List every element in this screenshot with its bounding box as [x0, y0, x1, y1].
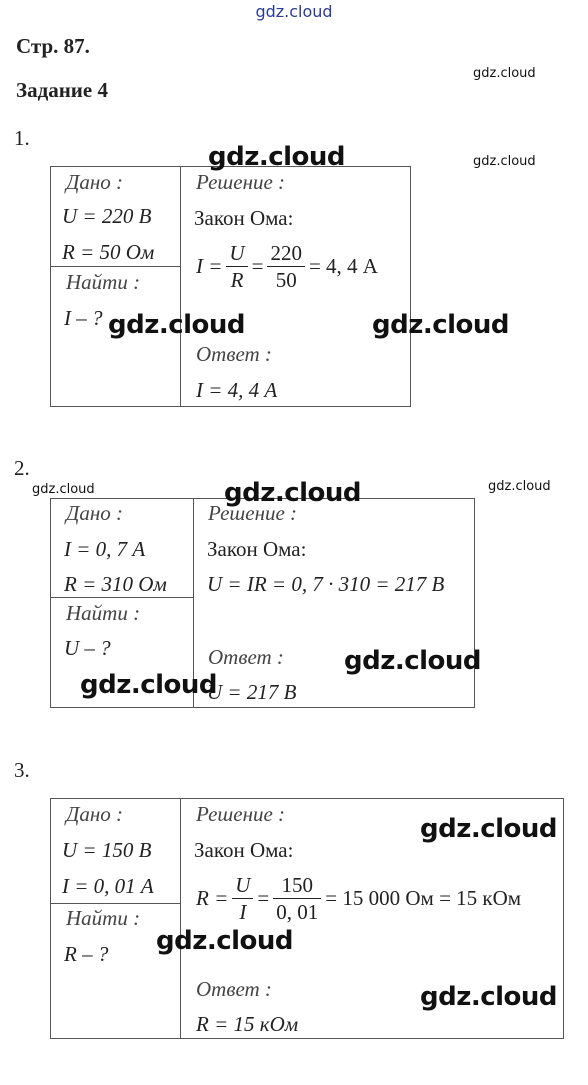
task-title: Задание 4: [16, 78, 108, 102]
problem-1-frac1-den: R: [230, 268, 244, 293]
watermark: gdz.cloud: [108, 310, 246, 340]
top-watermark[interactable]: gdz.cloud: [255, 2, 333, 21]
problem-3-frac1-den: I: [239, 900, 247, 925]
watermark: gdz.cloud: [224, 478, 362, 508]
watermark: gdz.cloud: [473, 154, 536, 169]
problem-1-formula: I = U R = 220 50 = 4, 4 А: [196, 242, 378, 291]
problem-3-find: R – ?: [64, 942, 109, 966]
problem-1-equals: =: [251, 254, 264, 279]
problem-3-table: [50, 798, 564, 1039]
watermark: gdz.cloud: [80, 670, 218, 700]
problem-3-given-current: I = 0, 01 А: [62, 874, 154, 898]
problem-1-law: Закон Ома:: [194, 206, 294, 230]
problem-2-answer: U = 217 В: [207, 680, 297, 704]
problem-1-answer-label: Ответ :: [196, 342, 272, 366]
problem-3-frac1-num: U: [232, 874, 254, 900]
problem-1-find: I – ?: [64, 306, 103, 330]
problem-3-fraction-symbolic: U I: [232, 874, 254, 925]
problem-1-table: [50, 166, 411, 407]
problem-1-divider: [180, 166, 181, 407]
problem-3-find-label: Найти :: [66, 906, 141, 930]
problem-1-formula-lhs: I =: [196, 254, 223, 279]
problem-3-number: 3.: [14, 758, 30, 782]
problem-3-answer: R = 15 кОм: [196, 1012, 299, 1036]
problem-3-given-label: Дано :: [66, 802, 124, 826]
problem-2-given-label: Дано :: [66, 501, 124, 525]
problem-3-equals: =: [257, 886, 270, 911]
problem-3-given-voltage: U = 150 В: [62, 838, 152, 862]
problem-2-formula: U = IR = 0, 7 · 310 = 217 В: [207, 572, 445, 596]
problem-2-law: Закон Ома:: [207, 537, 307, 561]
problem-3-law: Закон Ома:: [194, 838, 294, 862]
problem-3-fraction-numeric: 150 0, 01: [273, 874, 322, 925]
problem-3-formula: R = U I = 150 0, 01 = 15 000 Ом = 15 кОм: [196, 874, 521, 923]
page-reference: Стр. 87.: [16, 34, 90, 58]
problem-2-given-resistance: R = 310 Ом: [64, 572, 167, 596]
watermark: gdz.cloud: [156, 926, 294, 956]
problem-1-given-separator: [50, 266, 181, 267]
problem-2-given-current: I = 0, 7 А: [64, 537, 146, 561]
problem-2-solution-label: Решение :: [208, 501, 298, 525]
problem-3-given-separator: [50, 903, 181, 904]
watermark: gdz.cloud: [420, 814, 558, 844]
problem-1-given-resistance: R = 50 Ом: [62, 240, 155, 264]
problem-1-answer: I = 4, 4 А: [196, 378, 278, 402]
watermark: gdz.cloud: [32, 482, 95, 497]
problem-3-answer-label: Ответ :: [196, 977, 272, 1001]
problem-2-answer-label: Ответ :: [208, 645, 284, 669]
problem-1-find-label: Найти :: [66, 270, 141, 294]
problem-1-formula-result: = 4, 4 А: [308, 254, 378, 279]
problem-1-solution-label: Решение :: [196, 170, 286, 194]
problem-1-frac1-num: U: [226, 242, 248, 268]
problem-3-divider: [180, 798, 181, 1039]
problem-1-fraction-symbolic: U R: [226, 242, 248, 293]
problem-3-formula-result: = 15 000 Ом = 15 кОм: [325, 886, 522, 911]
problem-3-solution-label: Решение :: [196, 802, 286, 826]
watermark: gdz.cloud: [473, 66, 536, 81]
problem-2-given-separator: [50, 597, 194, 598]
problem-1-fraction-numeric: 220 50: [267, 242, 305, 291]
watermark: gdz.cloud: [208, 142, 346, 172]
problem-3-frac2-num: 150: [273, 874, 322, 900]
problem-1-given-label: Дано :: [66, 170, 124, 194]
problem-3-frac2-den: 0, 01: [276, 900, 319, 925]
problem-2-table: [50, 498, 475, 708]
watermark: gdz.cloud: [420, 982, 558, 1012]
problem-2-find: U – ?: [64, 636, 111, 660]
problem-1-frac2-den: 50: [275, 268, 297, 293]
watermark: gdz.cloud: [372, 310, 510, 340]
problem-2-number: 2.: [14, 456, 30, 480]
problem-1-number: 1.: [14, 126, 30, 150]
problem-3-formula-lhs: R =: [196, 886, 229, 911]
watermark: gdz.cloud: [344, 646, 482, 676]
problem-1-given-voltage: U = 220 В: [62, 204, 152, 228]
problem-1-frac2-num: 220: [267, 242, 305, 268]
problem-2-divider: [193, 498, 194, 708]
watermark: gdz.cloud: [488, 479, 551, 494]
problem-2-find-label: Найти :: [66, 601, 141, 625]
